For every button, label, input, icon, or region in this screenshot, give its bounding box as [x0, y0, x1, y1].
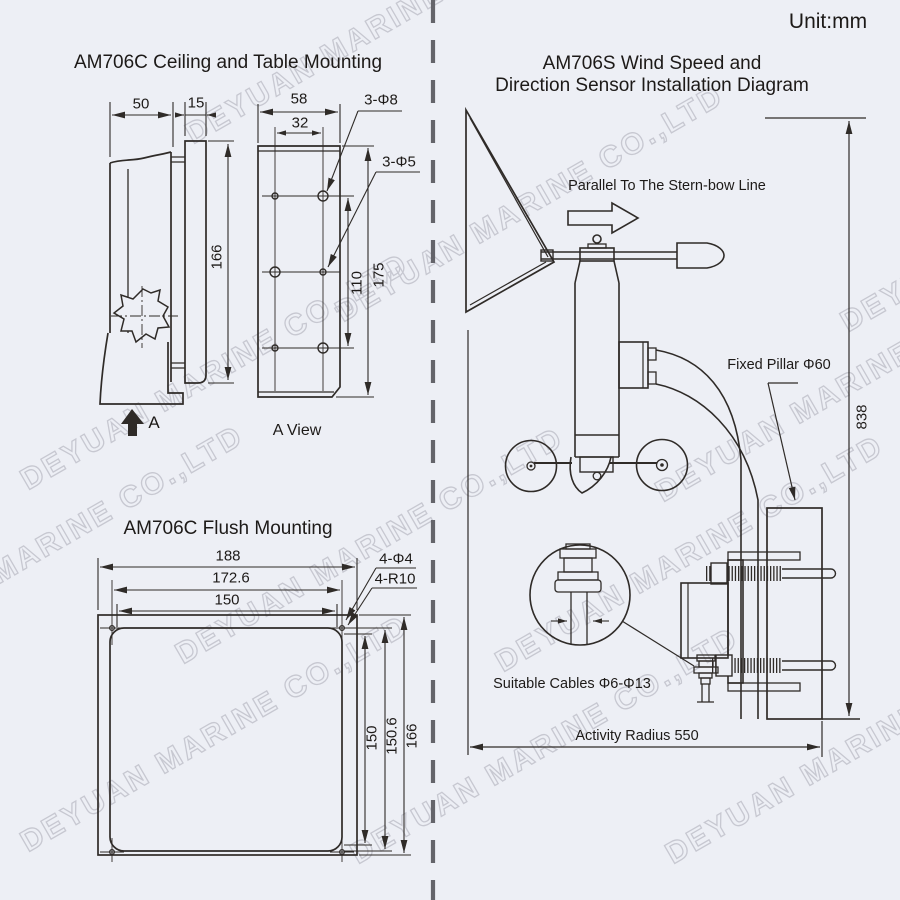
dim-flush-188: 188 — [215, 547, 241, 565]
dim-flush-166: 166 — [403, 723, 421, 749]
dim-depth-50: 50 — [132, 95, 150, 113]
suitable-cables-label: Suitable Cables Φ6-Φ13 — [493, 676, 651, 692]
a-view-dimensions — [257, 104, 420, 398]
label-holes-phi5: 3-Φ5 — [382, 153, 416, 171]
dim-flush-150-6: 150.6 — [383, 717, 401, 755]
label-radius-r10: 4-R10 — [374, 570, 416, 588]
cable-gland-detail-circle — [529, 543, 695, 667]
flush-mount-dimensions — [97, 558, 417, 856]
sensor-title-line1: AM706S Wind Speed and — [542, 53, 762, 74]
dim-height-166: 166 — [208, 244, 226, 270]
dim-flush-150-v: 150 — [363, 725, 381, 751]
dim-width-58: 58 — [290, 90, 308, 108]
a-view-drawing — [257, 127, 354, 398]
cable-gland — [693, 654, 719, 703]
wind-direction-arrow-icon — [567, 201, 640, 235]
label-holes-phi8: 3-Φ8 — [364, 91, 398, 109]
dim-flush-172-6: 172.6 — [212, 569, 250, 587]
fixed-pillar-label: Fixed Pillar Φ60 — [727, 357, 831, 373]
a-view-caption: A View — [272, 422, 322, 439]
dim-plate-175: 175 — [370, 262, 388, 288]
dim-thickness-15: 15 — [187, 94, 205, 112]
side-view-dimensions — [109, 102, 234, 384]
label-holes-phi4: 4-Φ4 — [379, 550, 413, 568]
flush-mount-drawing — [97, 580, 358, 862]
ceiling-mount-title: AM706C Ceiling and Table Mounting — [73, 52, 383, 73]
side-view-drawing — [99, 140, 207, 436]
wind-sensor-drawing — [465, 106, 837, 720]
sensor-title-line2: Direction Sensor Installation Diagram — [495, 75, 809, 96]
dim-838: 838 — [853, 404, 871, 430]
view-a-arrow-label: A — [148, 413, 160, 432]
unit-label: Unit:mm — [788, 10, 868, 33]
flush-mount-title: AM706C Flush Mounting — [123, 518, 333, 539]
dim-flush-150-h: 150 — [214, 591, 240, 609]
dim-spacing-32: 32 — [291, 114, 309, 132]
parallel-line-label: Parallel To The Stern-bow Line — [568, 178, 766, 194]
dim-spacing-110: 110 — [348, 271, 366, 295]
view-a-arrow-icon — [121, 409, 144, 436]
activity-radius-label: Activity Radius 550 — [575, 728, 699, 744]
wind-sensor-dimensions — [467, 117, 866, 757]
